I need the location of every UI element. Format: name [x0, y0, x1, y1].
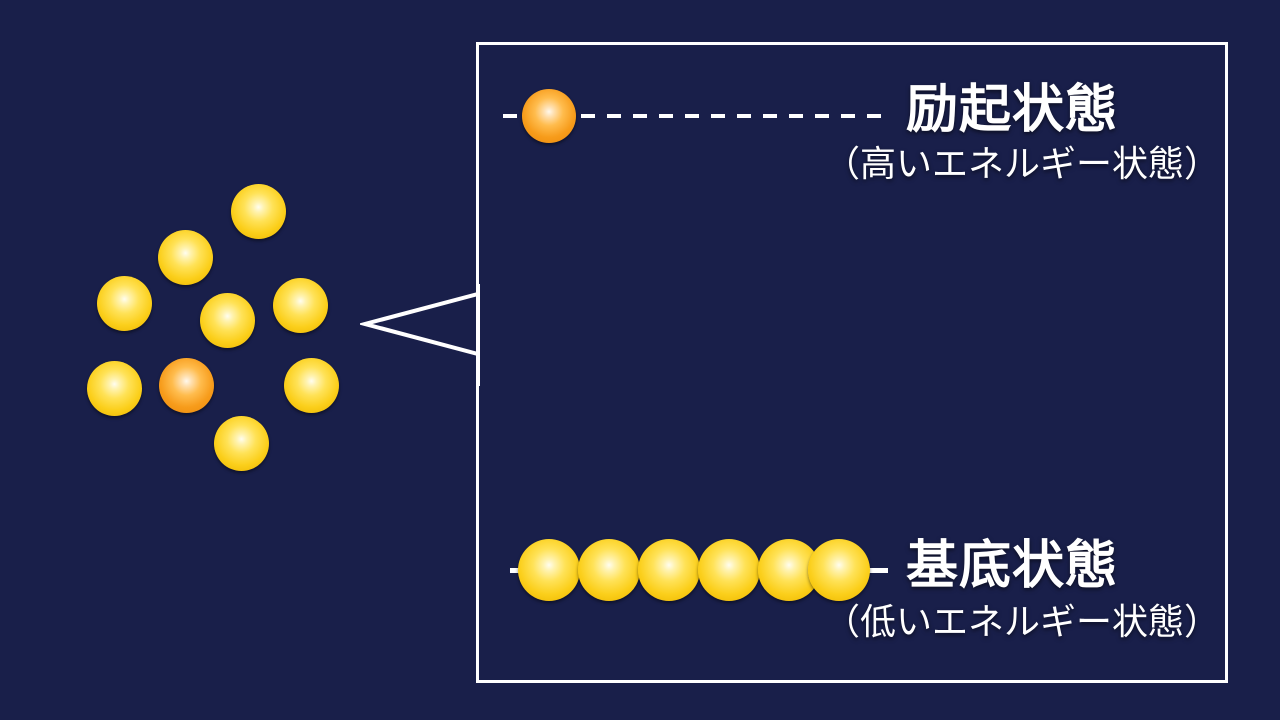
ground-electron-sphere: [638, 539, 700, 601]
ground-state-subtitle: （低いエネルギー状態）: [824, 601, 1221, 642]
ground-state-level-line-right: [856, 568, 888, 573]
excited-state-title: 励起状態: [906, 81, 1119, 139]
excited-electron-sphere: [522, 89, 576, 143]
ground-electron-sphere: [283, 357, 339, 413]
ground-electron-sphere: [518, 539, 580, 601]
ground-electron-sphere: [199, 292, 255, 348]
magnified-view-callout-box: [476, 42, 1228, 683]
ground-electron-sphere: [230, 183, 286, 239]
ground-electron-sphere: [698, 539, 760, 601]
ground-electron-sphere: [808, 539, 870, 601]
ground-electron-sphere: [157, 229, 213, 285]
excited-electron-sphere: [158, 357, 214, 413]
ground-electron-sphere: [96, 275, 152, 331]
ground-electron-sphere: [272, 277, 328, 333]
ground-electron-sphere: [213, 415, 269, 471]
ground-state-title: 基底状態: [906, 537, 1119, 595]
ground-electron-sphere: [86, 360, 142, 416]
excited-state-subtitle: （高いエネルギー状態）: [824, 143, 1221, 184]
ground-electron-sphere: [578, 539, 640, 601]
excited-state-level-line: [503, 114, 888, 118]
callout-pointer-icon: [360, 284, 480, 386]
